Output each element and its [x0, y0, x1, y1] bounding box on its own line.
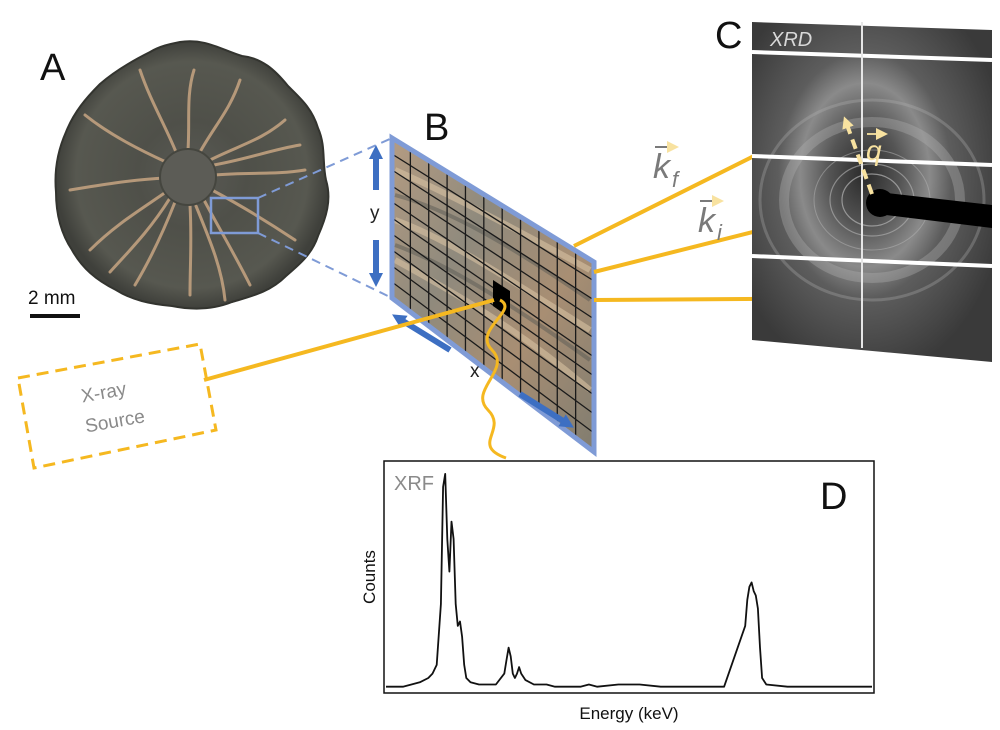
incident-beam — [203, 298, 495, 382]
x-axis-arrow-right — [518, 391, 574, 428]
colony-selection-box — [209, 196, 260, 235]
xray-source-box — [16, 342, 218, 470]
grid-row-line — [392, 249, 594, 396]
xray-source: X-ray Source — [16, 342, 218, 470]
xrf-spectrum-line — [386, 473, 872, 688]
panel-d-letter: D — [820, 476, 847, 518]
xray-source-label-line1: X-ray — [80, 379, 129, 408]
grid-row-line — [392, 201, 594, 339]
panel-b-letter: B — [424, 107, 449, 149]
grid-row-line — [392, 153, 594, 282]
grid-row-line — [392, 185, 594, 320]
xray-source-label-line2: Source — [84, 406, 147, 437]
colony-center — [159, 148, 217, 206]
vector-k-i-label: k i — [698, 195, 724, 245]
vector-k-i-symbol: k — [698, 202, 717, 240]
x-axis-label: x — [470, 361, 480, 382]
vector-k-f-label: k f — [653, 141, 681, 192]
xrd-beamstop — [866, 189, 894, 217]
panel-a: A 2 mm — [28, 40, 330, 318]
panel-c: C XRD q — [715, 15, 993, 362]
xrf-plot-frame — [383, 460, 875, 694]
vector-q-arrow-line — [842, 116, 874, 195]
xrf-x-axis-label: Energy (keV) — [579, 704, 678, 723]
grid-row-line — [392, 169, 594, 301]
y-axis-label: y — [370, 203, 380, 224]
grid-row-line — [392, 281, 594, 434]
panel-d: XRF D Counts Energy (keV) — [360, 460, 875, 723]
vector-k-i-subscript: i — [717, 220, 723, 245]
xrd-beamstop-arm — [878, 192, 992, 228]
vector-k-f-symbol: k — [653, 148, 672, 186]
xrf-y-axis-label: Counts — [360, 550, 379, 604]
xrf-label: XRF — [394, 473, 434, 495]
scan-grid-lines — [392, 149, 594, 438]
scale-bar-label: 2 mm — [28, 288, 76, 309]
xrf-spectrum-series — [386, 473, 872, 688]
fluorescence-emission — [481, 298, 507, 460]
grid-row-line — [392, 265, 594, 415]
vector-k-f-subscript: f — [672, 167, 681, 192]
panel-c-letter: C — [715, 15, 742, 57]
panel-a-letter: A — [40, 47, 66, 89]
xrd-label: XRD — [769, 29, 812, 51]
colony-wrinkles — [68, 68, 307, 302]
xrd-panel-gaps — [751, 50, 993, 268]
scan-grid-frame — [389, 133, 597, 458]
vector-q-symbol: q — [866, 135, 882, 166]
